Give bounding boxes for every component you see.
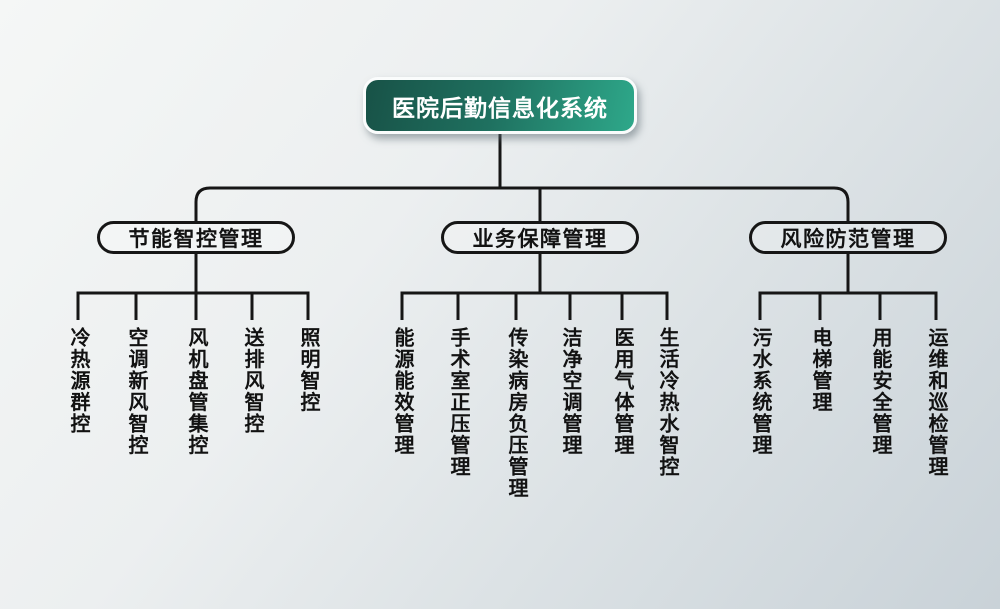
leaf-lighting-smart-control: 照明智控	[297, 327, 319, 413]
root-node-title: 医院后勤信息化系统	[363, 77, 637, 134]
root-connector	[194, 134, 850, 221]
leaf-ops-maintenance-inspection-mgmt: 运维和巡检管理	[925, 327, 947, 478]
leaf-cold-heat-source-group-control: 冷热源群控	[67, 327, 89, 435]
branch-1-connector	[76, 254, 310, 320]
leaf-elevator-mgmt: 电梯管理	[809, 327, 831, 413]
leaf-supply-exhaust-smart-control: 送排风智控	[241, 327, 263, 435]
branch-box-risk-prevention: 风险防范管理	[749, 221, 947, 254]
leaf-medical-gas-mgmt: 医用气体管理	[611, 327, 633, 456]
leaf-operating-room-positive-pressure: 手术室正压管理	[447, 327, 469, 478]
leaf-ac-fresh-air-smart-control: 空调新风智控	[125, 327, 147, 456]
leaf-energy-use-safety-mgmt: 用能安全管理	[869, 327, 891, 456]
leaf-infectious-ward-negative-pressure: 传染病房负压管理	[505, 327, 527, 499]
leaf-fan-coil-central-control: 风机盘管集控	[185, 327, 207, 456]
leaf-energy-efficiency-mgmt: 能源能效管理	[391, 327, 413, 456]
leaf-clean-ac-mgmt: 洁净空调管理	[559, 327, 581, 456]
branch-2-connector	[400, 254, 669, 320]
branch-box-energy-saving-control: 节能智控管理	[97, 221, 295, 254]
branch-3-connector	[758, 254, 938, 320]
leaf-sewage-system-mgmt: 污水系统管理	[749, 327, 771, 456]
branch-box-service-guarantee: 业务保障管理	[441, 221, 639, 254]
leaf-domestic-water-smart-control: 生活冷热水智控	[656, 327, 678, 478]
